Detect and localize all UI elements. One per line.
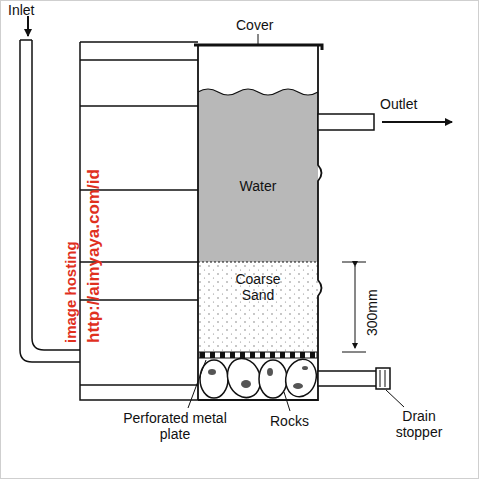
rocks-label: Rocks	[270, 413, 309, 429]
stopper-label: Drain stopper	[384, 408, 454, 440]
water-layer: Water	[198, 94, 318, 262]
sand-layer: Coarse Sand	[198, 263, 318, 351]
layer-label: Coarse Sand	[223, 271, 293, 303]
layer-label: Water	[198, 178, 318, 194]
cover-label: Cover	[236, 17, 273, 33]
dimension-label: 300mm	[364, 289, 380, 336]
outlet-label: Outlet	[380, 96, 417, 112]
watermark: image hosting	[62, 241, 79, 343]
plate-label: Perforated metal plate	[120, 410, 230, 442]
inlet-label: Inlet	[8, 2, 34, 18]
watermark: http://aimyaya.com/id	[84, 169, 104, 343]
